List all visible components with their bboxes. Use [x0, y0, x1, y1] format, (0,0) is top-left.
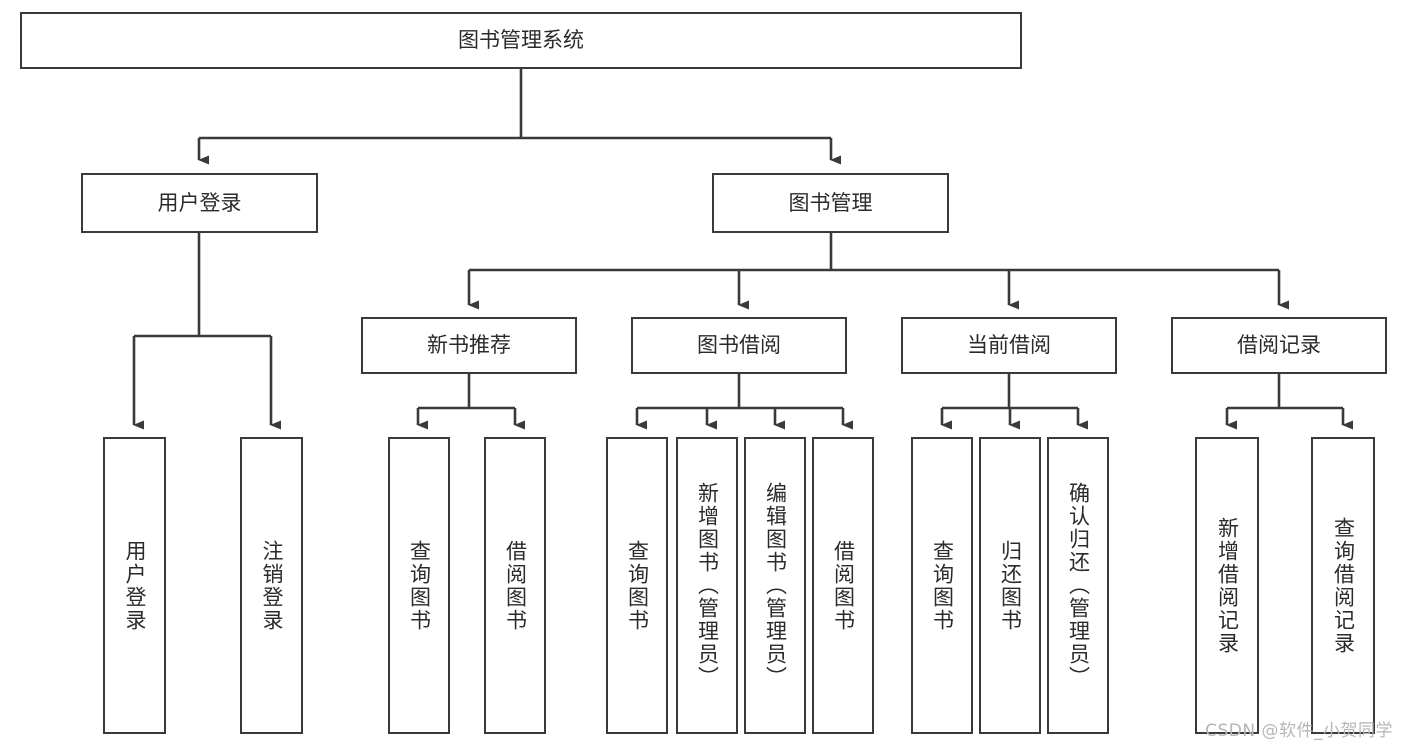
leaf-book-borrow-add-label: 新增图书（管理员）: [695, 482, 720, 689]
leaf-book-borrow-edit-label: 编辑图书（管理员）: [763, 482, 788, 689]
node-current-borrow[interactable]: 当前借阅: [901, 317, 1117, 374]
leaf-user-login-login[interactable]: 用户登录: [103, 437, 166, 734]
node-new-book-recommend[interactable]: 新书推荐: [361, 317, 577, 374]
leaf-new-book-borrow[interactable]: 借阅图书: [484, 437, 546, 734]
leaf-current-borrow-confirm-return[interactable]: 确认归还（管理员）: [1047, 437, 1109, 734]
leaf-new-book-query[interactable]: 查询图书: [388, 437, 450, 734]
leaf-current-borrow-return-label: 归还图书: [998, 539, 1023, 632]
leaf-user-login-logout-label: 注销登录: [260, 539, 284, 632]
node-new-book-recommend-label: 新书推荐: [427, 333, 511, 358]
leaf-current-borrow-confirm-return-label: 确认归还（管理员）: [1066, 482, 1091, 689]
leaf-current-borrow-return[interactable]: 归还图书: [979, 437, 1041, 734]
node-root-system[interactable]: 图书管理系统: [20, 12, 1022, 69]
leaf-borrow-record-query-label: 查询借阅记录: [1331, 516, 1356, 655]
leaf-book-borrow-query-label: 查询图书: [625, 539, 650, 632]
node-book-management[interactable]: 图书管理: [712, 173, 949, 233]
leaf-current-borrow-query-label: 查询图书: [930, 539, 955, 632]
leaf-book-borrow-borrow[interactable]: 借阅图书: [812, 437, 874, 734]
leaf-book-borrow-edit[interactable]: 编辑图书（管理员）: [744, 437, 806, 734]
node-user-login-label: 用户登录: [157, 190, 242, 215]
leaf-borrow-record-add-label: 新增借阅记录: [1215, 516, 1240, 655]
node-current-borrow-label: 当前借阅: [967, 333, 1051, 358]
node-root-system-label: 图书管理系统: [458, 28, 584, 53]
leaf-book-borrow-borrow-label: 借阅图书: [831, 539, 856, 632]
node-book-borrow-label: 图书借阅: [697, 333, 781, 358]
leaf-user-login-logout[interactable]: 注销登录: [240, 437, 303, 734]
leaf-new-book-borrow-label: 借阅图书: [503, 539, 528, 632]
leaf-book-borrow-add[interactable]: 新增图书（管理员）: [676, 437, 738, 734]
node-book-management-label: 图书管理: [788, 190, 873, 215]
csdn-watermark: CSDN @软件_小贺同学: [1205, 721, 1393, 741]
leaf-borrow-record-query[interactable]: 查询借阅记录: [1311, 437, 1375, 734]
leaf-borrow-record-add[interactable]: 新增借阅记录: [1195, 437, 1259, 734]
node-borrow-record-label: 借阅记录: [1237, 333, 1321, 358]
node-borrow-record[interactable]: 借阅记录: [1171, 317, 1387, 374]
leaf-book-borrow-query[interactable]: 查询图书: [606, 437, 668, 734]
node-book-borrow[interactable]: 图书借阅: [631, 317, 847, 374]
leaf-current-borrow-query[interactable]: 查询图书: [911, 437, 973, 734]
leaf-user-login-login-label: 用户登录: [123, 539, 147, 632]
leaf-new-book-query-label: 查询图书: [407, 539, 432, 632]
node-user-login[interactable]: 用户登录: [81, 173, 318, 233]
